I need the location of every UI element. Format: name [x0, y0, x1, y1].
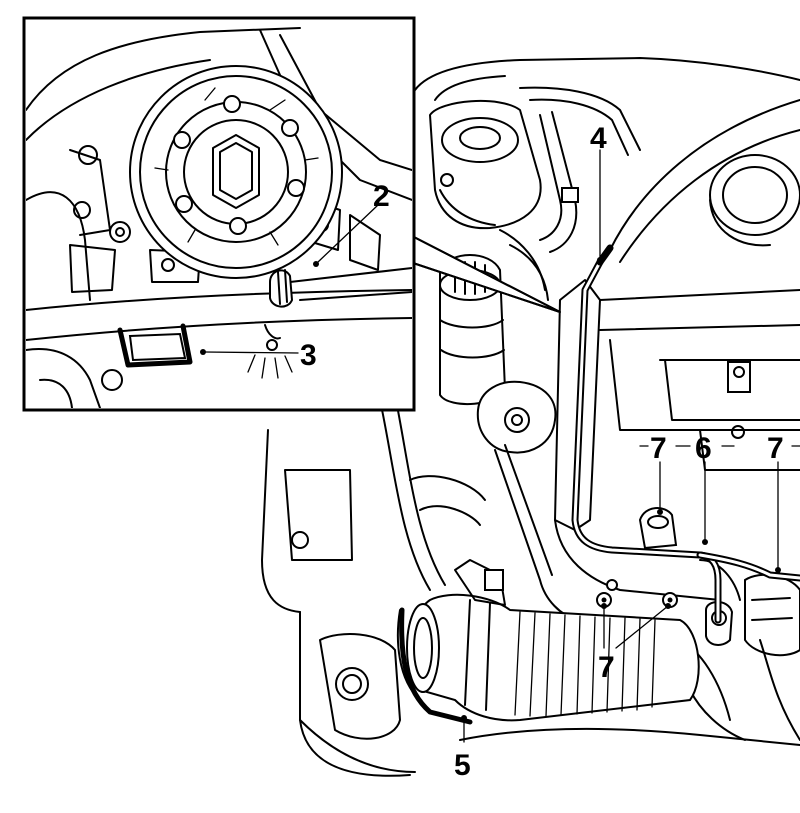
callout-7-lower: 7	[598, 651, 615, 684]
callout-7-right: 7	[767, 432, 784, 465]
callout-6: 6	[695, 432, 712, 465]
leader-lines	[200, 149, 800, 743]
callout-5: 5	[454, 749, 471, 782]
air-intake-hose	[396, 559, 700, 725]
callout-4: 4	[590, 122, 607, 155]
engine-bay-view	[261, 57, 800, 777]
callout-7-left: 7	[650, 432, 667, 465]
callout-2: 2	[373, 180, 390, 213]
callout-labels: 2 3 4 5 7 6 7 7	[300, 122, 784, 782]
crankshaft-pulley	[129, 65, 343, 279]
wiring-harness	[571, 244, 800, 624]
callout-3: 3	[300, 339, 317, 372]
inset-detail	[22, 16, 561, 412]
